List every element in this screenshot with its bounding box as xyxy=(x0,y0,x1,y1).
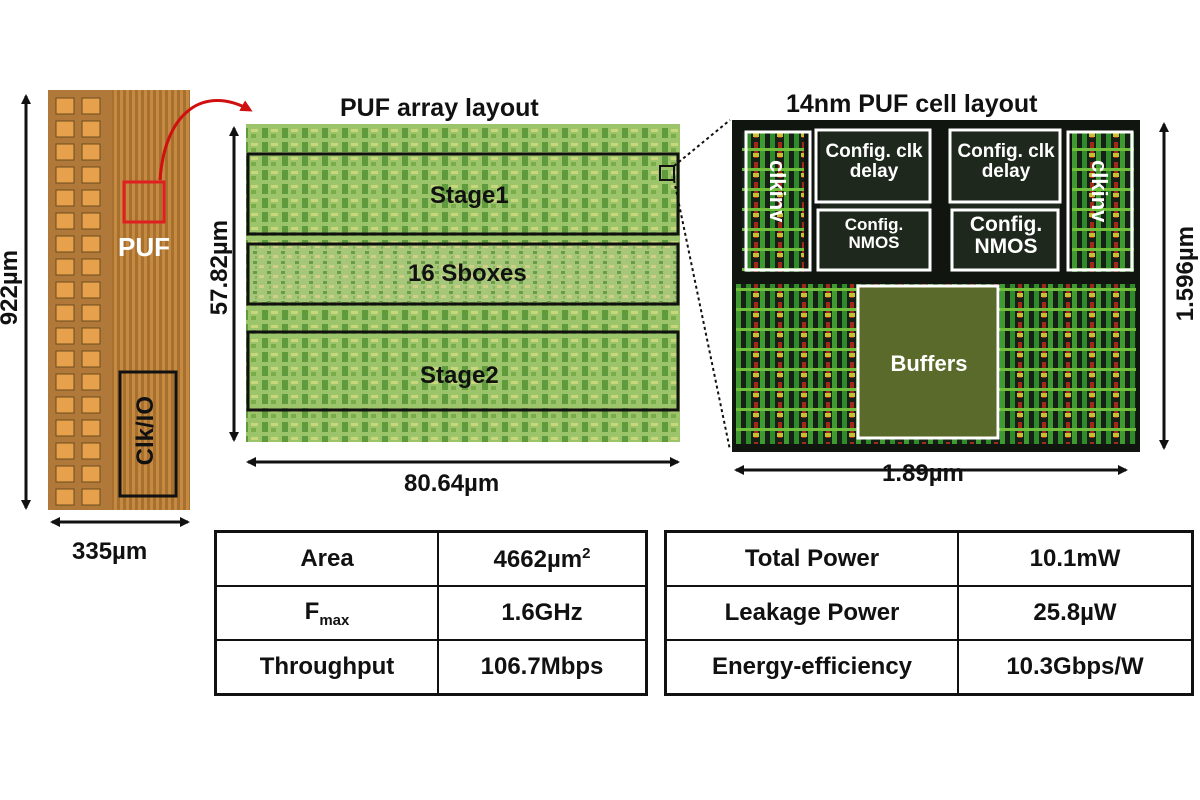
die-width-label: 335µm xyxy=(72,538,148,565)
table-row: Throughput 106.7Mbps xyxy=(214,639,648,696)
spec-label: Fmax xyxy=(214,585,439,641)
clkinv-right-label: clkinv xyxy=(1087,160,1113,223)
spec-value: 4662µm2 xyxy=(437,530,648,587)
sboxes-box xyxy=(246,242,680,306)
io-pad xyxy=(55,281,75,299)
io-pad xyxy=(55,465,75,483)
io-pad xyxy=(81,212,101,230)
io-pad xyxy=(81,442,101,460)
config-clk-delay-1-label: Config. clk delay xyxy=(825,141,923,182)
io-pad xyxy=(81,189,101,207)
io-pad xyxy=(55,419,75,437)
io-pad xyxy=(55,235,75,253)
array-width-label: 80.64µm xyxy=(404,470,500,497)
io-pad xyxy=(81,120,101,138)
io-pad xyxy=(55,120,75,138)
io-pad xyxy=(81,350,101,368)
config-clk-delay-2-label: Config. clk delay xyxy=(957,141,1055,182)
cell-width-label: 1.89µm xyxy=(882,460,964,487)
clkio-box xyxy=(118,370,178,498)
spec-value: 10.3Gbps/W xyxy=(957,639,1194,696)
io-pad xyxy=(81,465,101,483)
clkinv-right-box xyxy=(1066,130,1134,272)
zoom-line-bottom xyxy=(673,179,731,451)
config-nmos-1-label: Config. NMOS xyxy=(844,215,904,252)
spec-value: 106.7Mbps xyxy=(437,639,648,696)
io-pad-column xyxy=(55,97,101,506)
spec-label: Area xyxy=(214,530,439,587)
io-pad xyxy=(81,143,101,161)
io-pad xyxy=(55,189,75,207)
io-pad xyxy=(81,373,101,391)
table-row: Area 4662µm2 xyxy=(214,530,648,587)
config-clk-delay-1-box xyxy=(814,128,932,204)
array-layout xyxy=(246,124,680,442)
stage2-label: Stage2 xyxy=(420,362,499,389)
table-row: Fmax 1.6GHz xyxy=(214,585,648,641)
specs-table-left: Area 4662µm2 Fmax 1.6GHz Throughput 106.… xyxy=(214,530,648,696)
io-pad xyxy=(55,258,75,276)
specs-table-right: Total Power 10.1mW Leakage Power 25.8µW … xyxy=(664,530,1194,696)
clkinv-left-label: clkinv xyxy=(765,160,791,223)
config-nmos-2-box xyxy=(950,208,1060,272)
io-pad xyxy=(81,258,101,276)
spec-value: 1.6GHz xyxy=(437,585,648,641)
io-pad xyxy=(55,304,75,322)
config-clk-delay-2-box xyxy=(948,128,1062,204)
zoom-arrow xyxy=(158,99,253,181)
io-pad xyxy=(55,212,75,230)
config-nmos-1-box xyxy=(816,208,932,272)
puf-highlight-box xyxy=(122,180,166,224)
spec-value: 25.8µW xyxy=(957,585,1194,641)
io-pad xyxy=(81,396,101,414)
io-pad xyxy=(81,419,101,437)
table-row: Leakage Power 25.8µW xyxy=(664,585,1194,641)
config-nmos-2-label: Config. NMOS xyxy=(969,213,1043,259)
array-title: PUF array layout xyxy=(340,94,539,122)
buffers-box xyxy=(856,284,1000,440)
puf-label: PUF xyxy=(118,232,170,262)
io-pad xyxy=(81,304,101,322)
zoom-line-top xyxy=(673,119,731,167)
stage1-label: Stage1 xyxy=(430,182,509,209)
io-pad xyxy=(55,488,75,506)
io-pad xyxy=(55,442,75,460)
spec-label: Leakage Power xyxy=(664,585,959,641)
die-height-label: 922µm xyxy=(0,250,23,326)
stage2-box xyxy=(246,330,680,412)
spec-label: Energy-efficiency xyxy=(664,639,959,696)
io-pad xyxy=(55,350,75,368)
spec-label: Throughput xyxy=(214,639,439,696)
spec-value: 10.1mW xyxy=(957,530,1194,587)
cell-title: 14nm PUF cell layout xyxy=(786,90,1038,118)
io-pad xyxy=(55,327,75,345)
cell-marker xyxy=(659,165,675,181)
spec-label: Total Power xyxy=(664,530,959,587)
cell-height-label: 1.596µm xyxy=(1172,226,1199,322)
io-pad xyxy=(55,373,75,391)
clkinv-left-box xyxy=(744,130,812,272)
die-photo xyxy=(48,90,190,510)
io-pad xyxy=(81,488,101,506)
buffers-label: Buffers xyxy=(890,351,968,376)
io-pad xyxy=(55,97,75,115)
table-row: Energy-efficiency 10.3Gbps/W xyxy=(664,639,1194,696)
table-row: Total Power 10.1mW xyxy=(664,530,1194,587)
io-pad xyxy=(81,97,101,115)
io-pad xyxy=(81,166,101,184)
stage1-box xyxy=(246,152,680,236)
io-pad xyxy=(81,281,101,299)
sboxes-label: 16 Sboxes xyxy=(408,260,527,287)
cell-layout xyxy=(732,120,1140,452)
io-pad xyxy=(55,396,75,414)
array-height-label: 57.82µm xyxy=(206,220,233,316)
io-pad xyxy=(81,235,101,253)
clkio-label: Clk/IO xyxy=(132,396,159,466)
io-pad xyxy=(55,143,75,161)
io-pad xyxy=(55,166,75,184)
io-pad xyxy=(81,327,101,345)
